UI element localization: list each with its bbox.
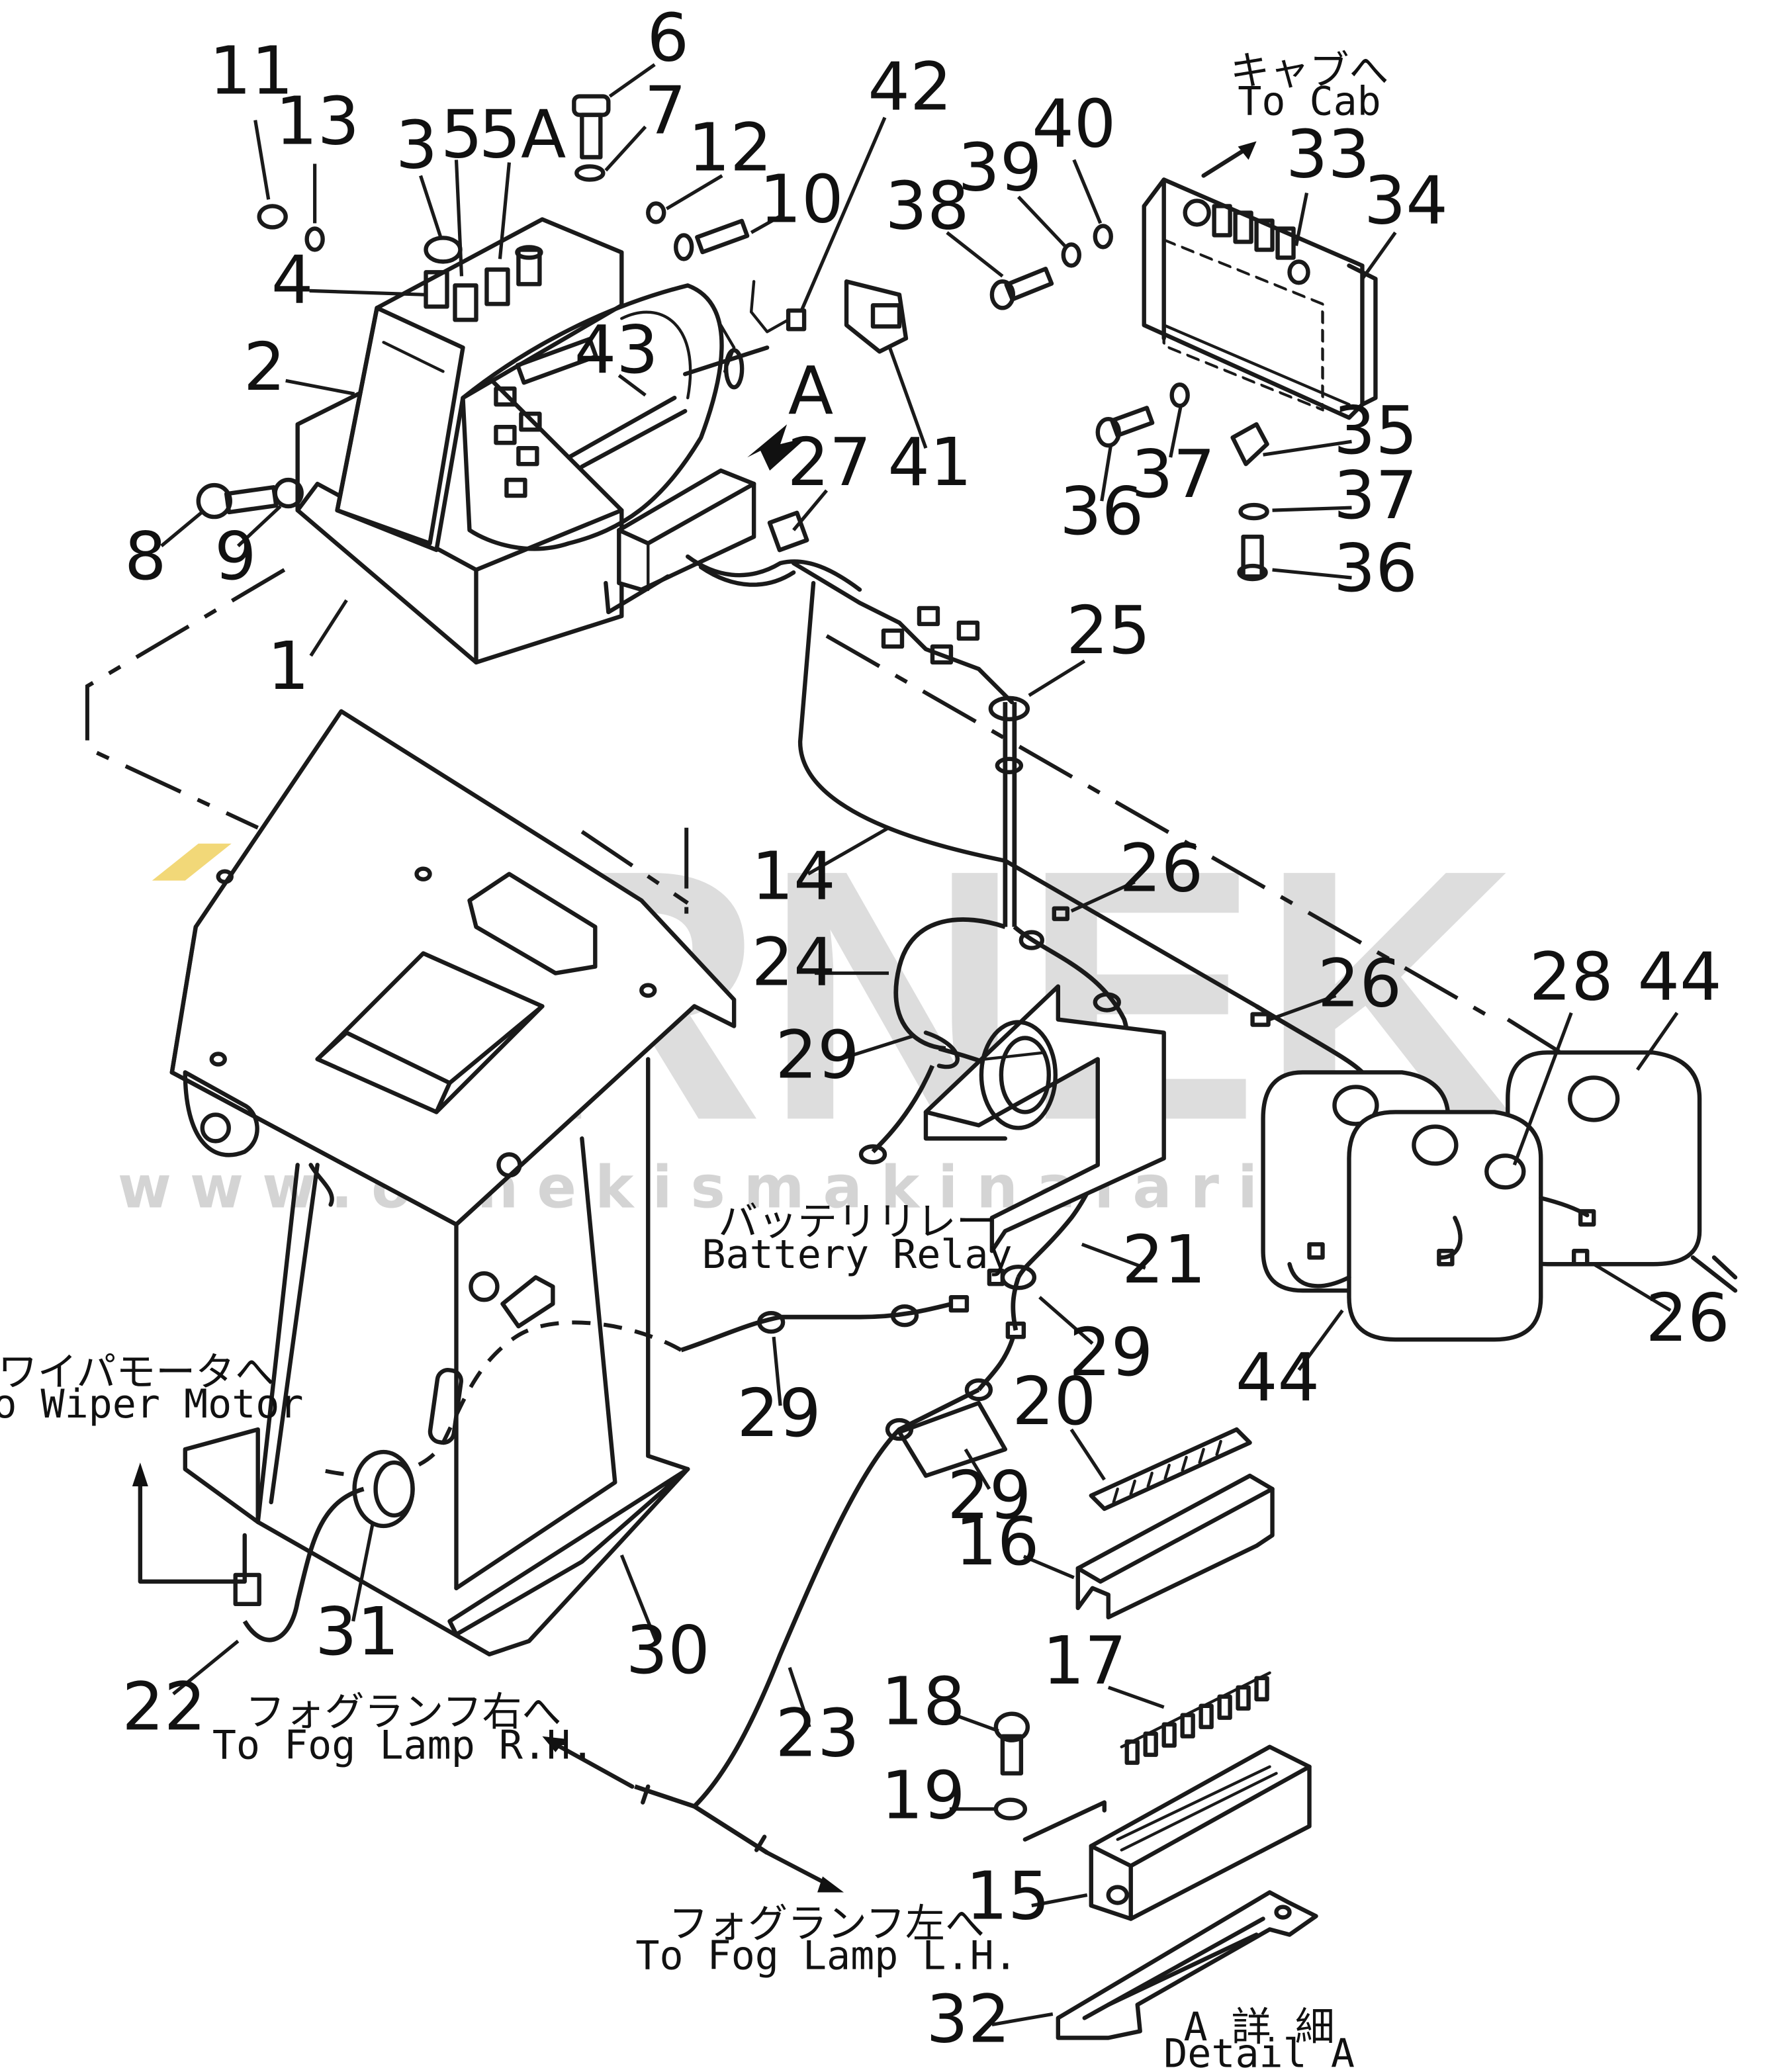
callout-22: 22 [122,1668,206,1746]
callout-7: 7 [644,72,686,150]
detail-jp: A 詳 細 [1184,2004,1335,2050]
callout-25: 25 [1066,592,1150,669]
callout-39: 39 [958,128,1042,206]
annotation-notes: キャブへ To Cab バッテリリレー Battery Relay ワイパモータ… [0,48,1388,2072]
callout-21: 21 [1122,1221,1206,1298]
callout-34: 34 [1364,161,1448,239]
callout-13: 13 [275,83,359,160]
callout-8: 8 [124,518,167,595]
callout-14: 14 [752,838,836,915]
battery-relay-bracket [923,984,1166,1253]
battery-relay-jp: バッテリリレー [718,1198,996,1245]
hardware-top [196,94,750,519]
assembly-lines [85,568,1615,1087]
batteries [1261,1050,1738,1342]
callout-27: 27 [787,424,871,501]
callout-43: 43 [574,311,658,388]
controller-unit [844,141,1378,582]
callout-1: 1 [267,627,310,705]
fuse-box-parts [993,1427,1318,2040]
fuse-row [1120,1671,1271,1765]
callout-10: 10 [760,160,844,238]
detail-en: Detail A [1163,2030,1355,2072]
callout-5: 5 [441,95,483,173]
fog-rh-en: To Fog Lamp R.H. [212,1723,594,1769]
callout-numbers: 11 13 3 5 5A 4 6 7 12 10 42 2 43 8 9 1 2… [122,0,1729,2057]
callout-42: 42 [868,48,952,126]
callout-24: 24 [752,924,836,1001]
callout-3: 3 [396,106,438,183]
to-cab-en: To Cab [1238,79,1381,125]
callout-37b: 37 [1334,457,1418,534]
callout-2: 2 [244,328,286,406]
leader-lines [160,63,1679,2026]
callout-11: 11 [209,32,293,110]
switch-box-assembly [295,217,807,665]
callout-9: 9 [214,518,257,595]
mount-stand [132,709,737,1656]
callout-16: 16 [955,1503,1039,1580]
callout-32: 32 [926,1980,1010,2057]
callout-20: 20 [1012,1363,1096,1440]
callout-38: 38 [885,167,969,244]
view-label-a: A [788,352,833,429]
callout-29a: 29 [776,1016,860,1093]
callout-26a: 26 [1119,830,1203,907]
callout-41: 41 [887,424,972,501]
callout-29d: 29 [947,1457,1031,1534]
callout-37a: 37 [1131,435,1215,513]
callout-17: 17 [1042,1622,1126,1699]
callout-18: 18 [881,1663,965,1740]
view-arrow-a [747,424,807,471]
callout-26c: 26 [1646,1279,1730,1357]
callout-28: 28 [1529,938,1613,1016]
watermark-accent-left [152,843,232,881]
callout-15: 15 [966,1858,1050,1935]
fog-lh-jp: フォグランフ左へ [668,1901,985,1947]
fog-lh-en: To Fog Lamp L.H. [635,1932,1017,1979]
battery-relay-en: Battery Relay [702,1232,1012,1278]
callout-23: 23 [776,1695,860,1772]
callout-35: 35 [1334,392,1418,469]
callout-40: 40 [1032,85,1116,163]
callout-12: 12 [688,109,772,186]
callout-6: 6 [647,0,689,77]
callout-30: 30 [626,1611,710,1689]
wiper-motor-en: To Wiper Motor [0,1381,303,1427]
wiring-harness [858,696,1364,1279]
callout-36a: 36 [1060,473,1144,550]
callout-4: 4 [271,241,314,318]
to-cab-jp: キャブへ [1230,48,1389,95]
callout-19: 19 [881,1757,965,1834]
callout-29c: 29 [737,1374,821,1452]
wiper-motor-jp: ワイパモータへ [0,1349,275,1396]
fuse-box-harness [604,424,1259,1009]
callout-26b: 26 [1318,945,1402,1022]
callout-33: 33 [1286,115,1370,193]
callout-5a: 5A [478,95,566,173]
lower-wires [542,1265,1037,1893]
callout-31: 31 [315,1593,399,1670]
callout-44a: 44 [1236,1339,1320,1416]
callout-29b: 29 [1069,1314,1153,1391]
callout-44b: 44 [1638,938,1722,1016]
fog-rh-jp: フォグランフ右へ [246,1689,562,1736]
callout-36b: 36 [1334,529,1418,607]
